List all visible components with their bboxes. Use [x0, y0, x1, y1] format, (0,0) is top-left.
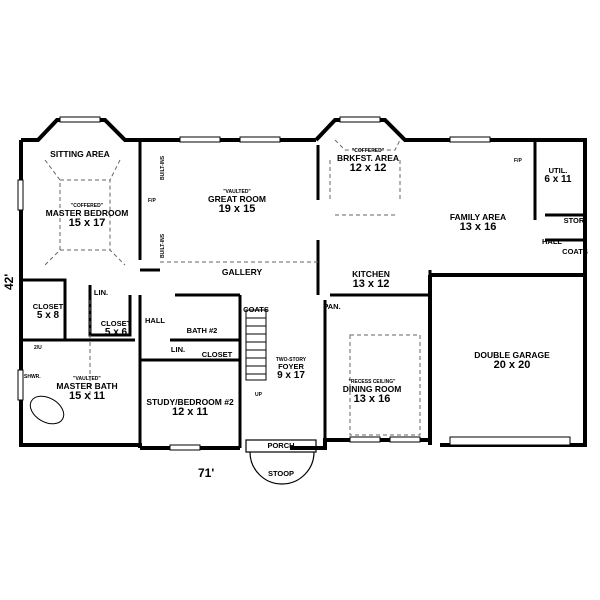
room-linen-1: LIN. [93, 288, 109, 297]
breakfast-bay-wall [314, 118, 430, 142]
garage-wall [428, 273, 585, 445]
builtins-1-label: BUILT-INS [160, 155, 166, 180]
room-util: UTIL. 6 x 11 [544, 166, 572, 185]
builtins-2-label: BUILT-INS [160, 233, 166, 258]
stoop-label: STOOP [267, 469, 295, 478]
room-gallery: GALLERY [221, 267, 263, 277]
room-family-area: FAMILY AREA 13 x 16 [449, 212, 507, 233]
room-dining-room: "RECESS CEILING" DINING ROOM 13 x 16 [342, 379, 402, 406]
overall-width-dimension: 71' [198, 466, 215, 480]
room-breakfast-area: "COFFERED" BRKFST. AREA 12 x 12 [336, 148, 400, 175]
family-wall [430, 138, 587, 447]
room-coats-right: COATS [562, 247, 588, 256]
porch-label: PORCH [267, 441, 295, 450]
room-closet-2: CLOSET 5 x 6 [100, 319, 132, 338]
room-master-bedroom: "COFFERED" MASTER BEDROOM 15 x 17 [45, 203, 129, 230]
room-hall-right: HALL [542, 237, 562, 246]
room-pantry: PAN. [323, 302, 341, 311]
room-foyer: TWO-STORY FOYER 9 x 17 [275, 357, 307, 382]
room-closet-1: CLOSET 5 x 8 [32, 302, 64, 321]
room-sitting-area: SITTING AREA [50, 149, 110, 159]
fireplace-2-label: F/P [514, 158, 522, 164]
room-hall-left: HALL [145, 316, 165, 325]
room-closet-3: CLOSET [201, 350, 233, 359]
room-master-bath: "VAULTED" MASTER BATH 15 x 11 [56, 376, 118, 403]
shower-seat-label: 2/U [34, 345, 42, 351]
shower-label: SHWR. [24, 374, 41, 380]
room-kitchen: KITCHEN 13 x 12 [352, 269, 390, 290]
room-coats-foyer: COATS [243, 305, 269, 314]
room-storage: STOR. [563, 216, 587, 225]
room-linen-2: LIN. [170, 345, 186, 354]
room-bath-2: BATH #2 [186, 326, 218, 335]
room-great-room: "VAULTED" GREAT ROOM 19 x 15 [208, 189, 266, 216]
room-study-bedroom-2: STUDY/BEDROOM #2 12 x 11 [146, 397, 234, 418]
room-double-garage: DOUBLE GARAGE 20 x 20 [474, 350, 550, 371]
overall-depth-dimension: 42' [2, 273, 16, 290]
stairs-up-label: UP [255, 392, 262, 398]
fireplace-1-label: F/P [148, 198, 156, 204]
